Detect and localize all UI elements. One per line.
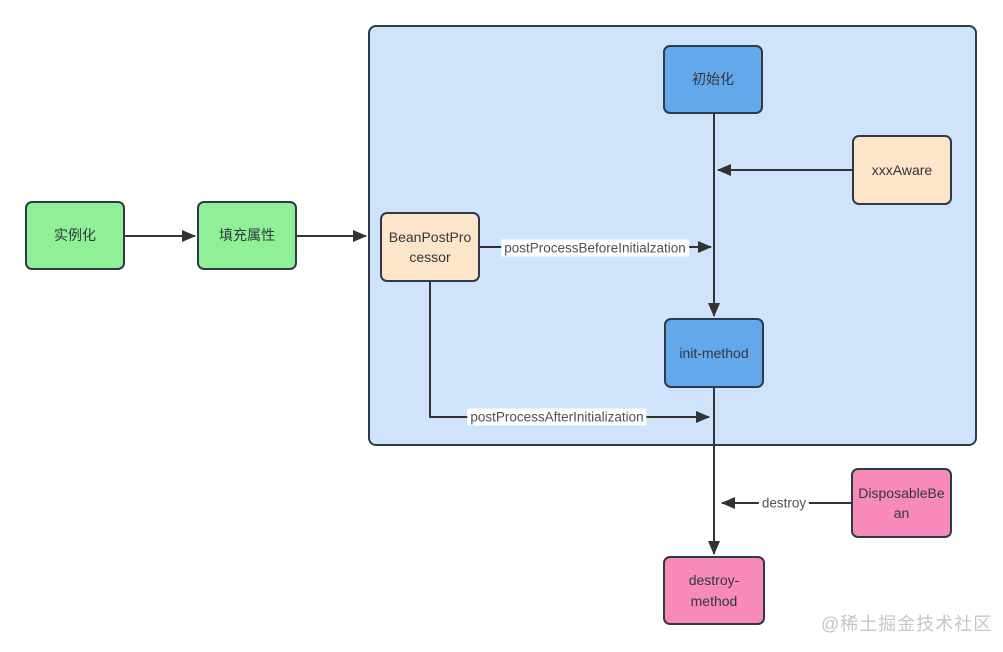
node-disposablebean: DisposableBean [851,468,952,538]
node-beanpostprocessor-label: BeanPostProcessor [388,228,472,265]
node-populate-properties-label: 填充属性 [219,227,275,244]
node-initialize: 初始化 [663,45,763,114]
node-populate-properties: 填充属性 [197,201,297,270]
edge-label-after-initialization: postProcessAfterInitialization [467,408,647,426]
node-destroy-method-label: destroy-method [688,572,740,609]
node-beanpostprocessor: BeanPostProcessor [380,212,480,282]
node-init-method-label: init-method [679,344,749,361]
node-instantiate-label: 实例化 [54,227,96,244]
node-instantiate: 实例化 [25,201,125,270]
node-init-method: init-method [664,318,764,388]
node-disposablebean-label: DisposableBean [858,484,945,521]
node-destroy-method: destroy-method [663,556,765,625]
node-xxxaware-label: xxxAware [871,161,933,178]
edge-label-destroy: destroy [758,494,810,512]
edge-label-before-initialization: postProcessBeforeInitialzation [501,239,689,257]
node-initialize-label: 初始化 [692,71,734,88]
watermark: @稀土掘金技术社区 [821,614,993,634]
node-xxxaware: xxxAware [852,135,952,205]
